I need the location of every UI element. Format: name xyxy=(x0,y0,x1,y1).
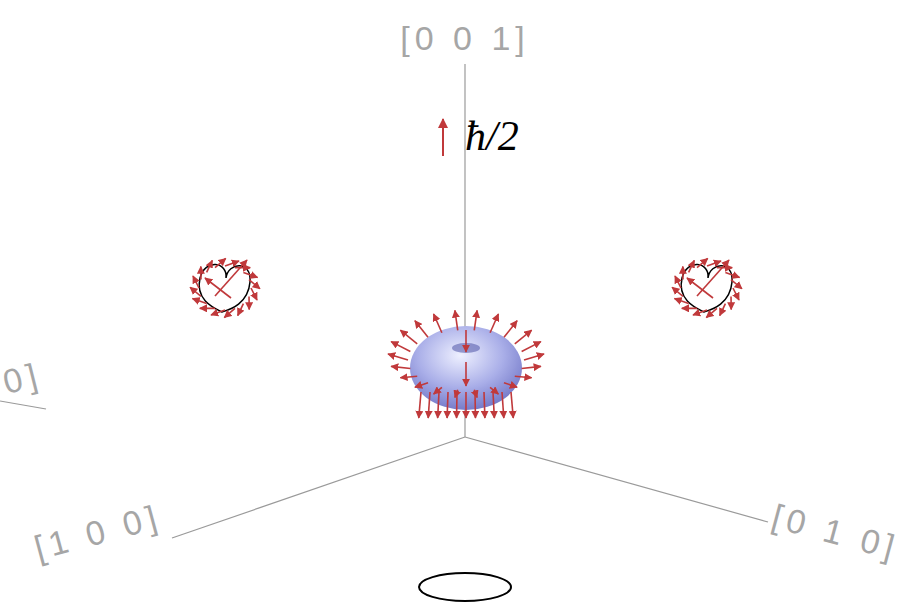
spin-arrow xyxy=(215,258,226,267)
spin-arrow xyxy=(731,280,742,289)
spin-arrow xyxy=(400,330,417,344)
spin-arrow xyxy=(200,267,202,280)
spin-arrow xyxy=(249,280,260,289)
spin-arrow xyxy=(730,296,732,309)
spin-arrow xyxy=(465,362,467,386)
spin-arrow xyxy=(693,310,707,315)
spin-arrow xyxy=(465,392,467,418)
spin-arrow xyxy=(483,392,485,418)
spin-arrow xyxy=(400,376,417,378)
spin-arrow xyxy=(235,267,250,269)
spin-arrow xyxy=(522,366,541,368)
axis-line xyxy=(172,437,465,538)
spin-arrow xyxy=(224,308,235,317)
axis-label: [0 1 0] xyxy=(769,499,903,565)
spin-arrow xyxy=(697,258,708,267)
spin-arrow xyxy=(493,392,494,418)
spin-arrow xyxy=(474,310,477,330)
spin-arrow xyxy=(706,308,717,317)
spin-arrow xyxy=(682,308,697,310)
spin-arrow xyxy=(689,260,695,272)
spin-arrow xyxy=(465,330,467,352)
spin-arrow xyxy=(193,276,199,288)
spin-arrow xyxy=(248,296,250,309)
axis-label: [1 0 0] xyxy=(31,499,165,565)
spin-arrow xyxy=(205,278,231,298)
spin-arrow xyxy=(490,314,498,333)
spin-arrow xyxy=(207,260,213,272)
spin-arrow xyxy=(502,392,504,418)
spin-arrow xyxy=(717,267,732,269)
spin-arrow xyxy=(442,119,444,156)
spin-arrow xyxy=(415,383,428,388)
spin-arrow xyxy=(391,342,410,352)
spin-arrow xyxy=(515,330,532,344)
spin-arrow xyxy=(388,354,408,360)
spin-arrow xyxy=(225,261,239,266)
spin-arrow xyxy=(697,260,729,296)
ring-symbol xyxy=(419,573,511,601)
spin-arrow xyxy=(200,308,215,310)
spin-arrow xyxy=(515,376,532,378)
spin-arrow xyxy=(522,342,541,352)
spin-arrow xyxy=(211,310,225,315)
spin-arrow xyxy=(682,267,684,280)
spin-arrow xyxy=(733,288,739,300)
axis-line xyxy=(465,437,768,522)
spin-arrows xyxy=(190,258,742,418)
spin-arrow xyxy=(455,310,458,330)
spin-arrow xyxy=(434,314,442,333)
spin-arrow xyxy=(419,392,421,418)
spin-value: ħ/2 xyxy=(465,115,519,157)
spin-arrow xyxy=(391,366,410,368)
spin-arrow xyxy=(672,287,683,296)
spin-arrow xyxy=(725,272,739,277)
spin-arrow xyxy=(238,304,244,316)
spin-arrow xyxy=(415,321,428,338)
spin-arrow xyxy=(511,392,513,418)
axis-label: 0] xyxy=(0,357,45,399)
spin-arrow xyxy=(190,287,201,296)
spin-arrow xyxy=(490,387,498,394)
axis-label: [0 0 1] xyxy=(400,21,530,55)
spin-arrow xyxy=(674,299,688,304)
spin-arrow xyxy=(428,392,430,418)
spin-arrow xyxy=(524,354,544,360)
spin-arrow xyxy=(720,304,726,316)
spin-arrow xyxy=(504,383,517,388)
spin-arrow xyxy=(438,392,439,418)
spin-arrow xyxy=(707,261,721,266)
spin-arrow xyxy=(446,392,448,418)
axes xyxy=(0,64,768,538)
spin-arrow xyxy=(474,392,476,418)
spin-arrow xyxy=(456,392,458,418)
spin-arrow xyxy=(504,321,517,338)
spin-arrow xyxy=(675,276,681,288)
spin-arrow xyxy=(251,288,257,300)
spin-arrow xyxy=(192,299,206,304)
spin-arrow xyxy=(434,387,442,394)
spin-arrow xyxy=(215,260,247,296)
axis-line xyxy=(0,401,46,409)
spin-arrow xyxy=(687,278,713,298)
spin-arrow xyxy=(243,272,257,277)
